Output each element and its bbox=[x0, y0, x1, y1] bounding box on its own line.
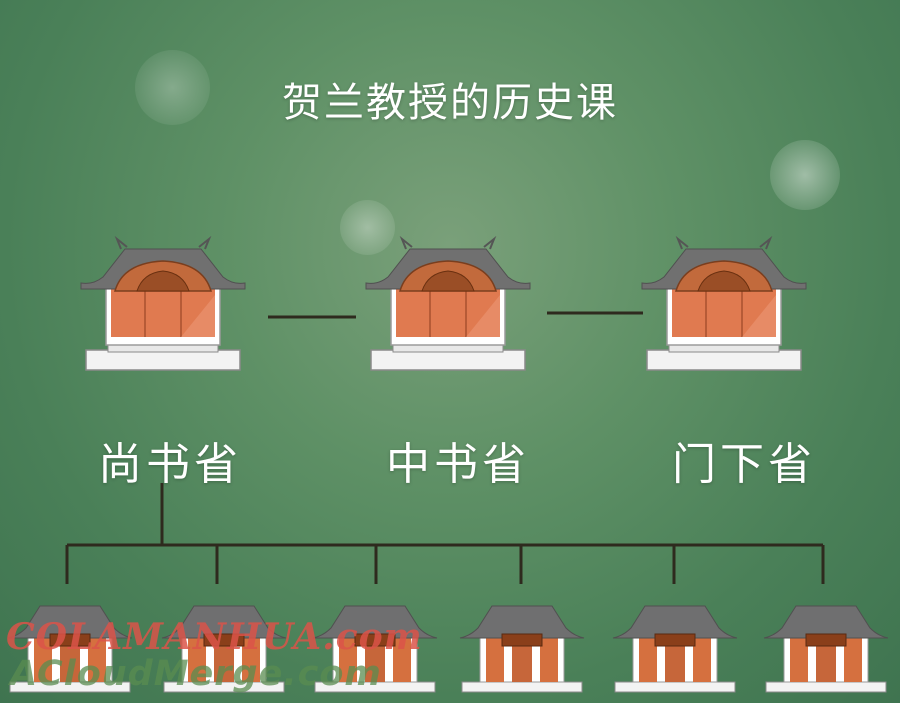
building-menxia bbox=[641, 238, 807, 371]
ministry-building bbox=[459, 605, 585, 693]
dept-label-shangshu: 尚书省 bbox=[98, 439, 242, 490]
building-zhongshu bbox=[365, 238, 531, 371]
ministry-building bbox=[763, 605, 889, 693]
building-shangshu bbox=[80, 238, 246, 371]
page-title: 贺兰教授的历史课 bbox=[282, 80, 618, 126]
ministry-building bbox=[612, 605, 738, 693]
dept-label-menxia: 门下省 bbox=[672, 439, 816, 490]
dept-label-zhongshu: 中书省 bbox=[386, 439, 530, 490]
watermark-colamanhua: COLAMANHUA.com bbox=[6, 616, 423, 658]
watermark-acloudmerge: ACloudMerge.com bbox=[10, 654, 382, 694]
